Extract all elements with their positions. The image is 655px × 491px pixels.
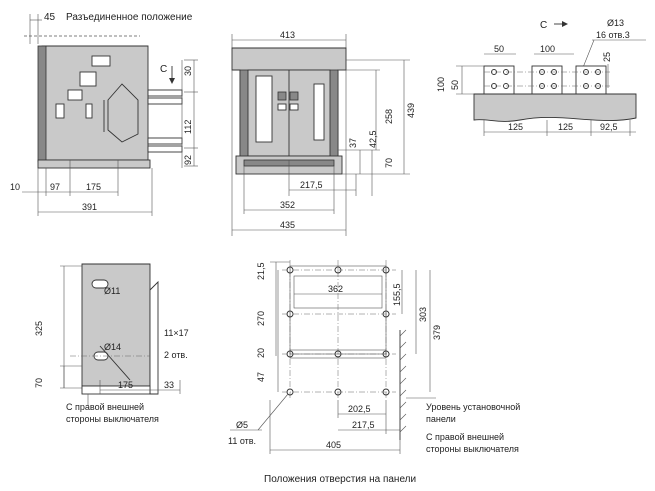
dim-270: 270	[256, 311, 266, 326]
view1-title: Разъединенное положение	[66, 12, 193, 23]
dim-125-a: 125	[508, 122, 523, 132]
hole-count-16: 16 отв.3	[596, 30, 630, 40]
dim-112: 112	[183, 120, 193, 134]
slot-count: 2 отв.	[164, 350, 188, 360]
hole-5: Ø5	[236, 420, 248, 430]
dim-258: 258	[384, 109, 394, 124]
dim-100-top: 100	[540, 44, 555, 54]
dim-303: 303	[418, 307, 428, 322]
front-view: 413 439 258 42,5 37 70	[231, 30, 416, 236]
dim-325: 325	[34, 321, 44, 336]
dim-217-5: 217,5	[300, 180, 323, 190]
hole-count-11: 11 отв.	[228, 436, 256, 446]
side-view: 45 Разъединенное положение C 30 11	[10, 12, 198, 216]
dim-362: 362	[328, 284, 343, 294]
dim-70-v4: 70	[34, 378, 44, 388]
dim-435: 435	[280, 220, 295, 230]
terminal-view: C Ø13 16 отв.3 50 100 25 100 50	[436, 18, 646, 136]
dim-92-5: 92,5	[600, 122, 618, 132]
dim-413: 413	[280, 30, 295, 40]
dim-405: 405	[326, 440, 341, 450]
note-side-line2: стороны выключателя	[426, 444, 519, 454]
dim-45: 45	[44, 12, 56, 23]
panel-holes-view: 21,5 362 155,5 270 303 379 20 47	[228, 260, 520, 485]
dim-21-5: 21,5	[256, 262, 266, 280]
dim-100-side: 100	[436, 77, 446, 92]
dim-92: 92	[183, 155, 193, 165]
dim-217-5-v5: 217,5	[352, 420, 375, 430]
dim-47: 47	[256, 372, 266, 382]
dim-97: 97	[50, 182, 60, 192]
slot-size: 11×17	[164, 328, 189, 338]
hole-11: Ø11	[104, 286, 120, 296]
note-panel-line1: Уровень установочной	[426, 402, 520, 412]
dim-20: 20	[256, 348, 266, 358]
dim-50-top: 50	[494, 44, 504, 54]
dim-352: 352	[280, 200, 295, 210]
side-mounting-view: 325 Ø11 Ø14 11×17 2 отв. 70 175 33 С пра…	[34, 263, 189, 424]
dim-30: 30	[183, 66, 193, 76]
dim-70: 70	[384, 158, 394, 168]
caption: Положения отверстия на панели	[264, 474, 416, 485]
dim-125-b: 125	[558, 122, 573, 132]
dim-25: 25	[602, 52, 612, 62]
note-v4-line1: С правой внешней	[66, 402, 144, 412]
dim-439: 439	[406, 103, 416, 118]
dim-391: 391	[82, 202, 97, 212]
dim-10: 10	[10, 182, 20, 192]
note-side-line1: С правой внешней	[426, 432, 504, 442]
arrow-label-c: C	[160, 64, 167, 75]
dim-42-5: 42,5	[368, 130, 378, 148]
dim-175-v4: 175	[118, 380, 133, 390]
dim-155-5: 155,5	[392, 283, 402, 306]
note-panel-line2: панели	[426, 414, 456, 424]
hole-14: Ø14	[104, 342, 121, 352]
dim-33: 33	[164, 380, 174, 390]
dim-202-5: 202,5	[348, 404, 371, 414]
hole-label-13: Ø13	[607, 18, 624, 28]
dim-37: 37	[348, 138, 358, 148]
dim-175: 175	[86, 182, 101, 192]
arrow-label-c-2: C	[540, 20, 547, 31]
dim-50-side: 50	[450, 80, 460, 90]
note-v4-line2: стороны выключателя	[66, 414, 159, 424]
dim-379: 379	[432, 325, 442, 340]
